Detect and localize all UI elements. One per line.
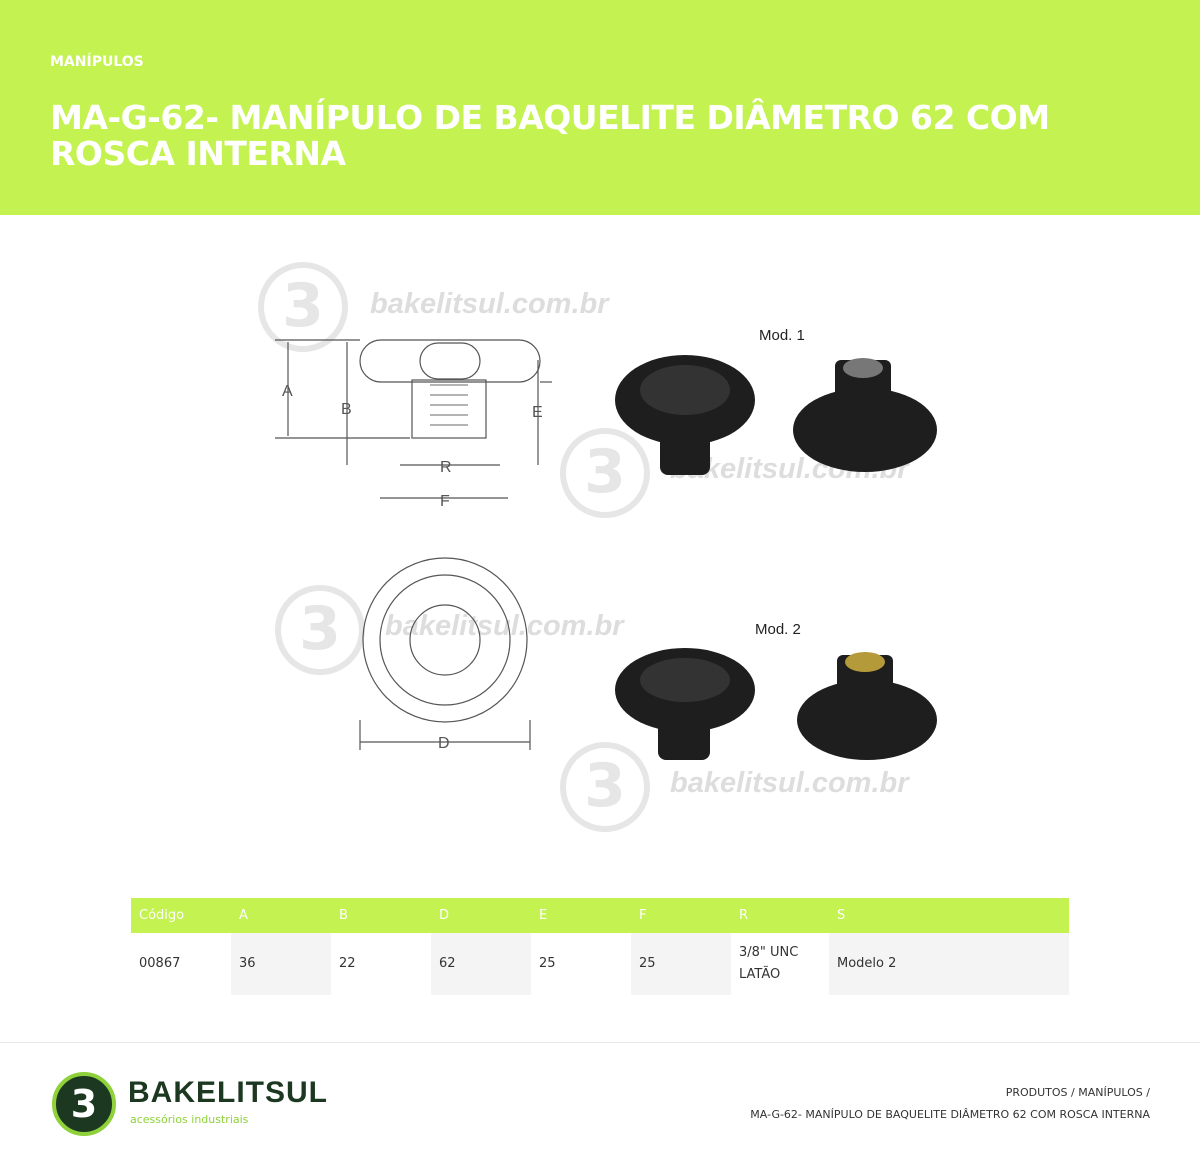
col-codigo: Código (131, 898, 231, 933)
dim-b-label: B (341, 401, 352, 418)
cell-d: 62 (431, 933, 531, 995)
cell-codigo: 00867 (139, 956, 181, 971)
watermark-logo-icon: 3 (275, 585, 365, 675)
col-d: D (431, 898, 531, 933)
breadcrumb-current: MA-G-62- MANÍPULO DE BAQUELITE DIÂMETRO … (750, 1108, 1150, 1121)
specs-table: Código A B D E F R S 00867 36 22 62 25 2… (131, 898, 1069, 995)
watermark-logo-icon: 3 (560, 428, 650, 518)
cell-e: 25 (539, 956, 556, 971)
dim-r-label: R (440, 459, 452, 476)
col-s: S (829, 898, 1069, 933)
brand-logo-icon[interactable]: 3 (52, 1072, 116, 1136)
col-f: F (631, 898, 731, 933)
footer-divider (0, 1042, 1200, 1043)
watermark-text: bakelitsul.com.br (370, 288, 609, 320)
watermark-logo-icon: 3 (560, 742, 650, 832)
category-label[interactable]: MANÍPULOS (50, 54, 144, 70)
watermark-text: bakelitsul.com.br (385, 610, 624, 642)
cell-f: 25 (631, 933, 731, 995)
brand-tagline: acessórios industriais (130, 1113, 249, 1126)
col-e: E (531, 898, 631, 933)
dim-e-label: E (532, 404, 543, 421)
breadcrumb-path[interactable]: PRODUTOS / MANÍPULOS / (1005, 1086, 1150, 1099)
cell-r: 3/8" UNC LATÃO (739, 945, 799, 982)
header-banner: MANÍPULOS MA-G-62- MANÍPULO DE BAQUELITE… (0, 0, 1200, 215)
cell-s: Modelo 2 (829, 933, 1069, 995)
page-title: MA-G-62- MANÍPULO DE BAQUELITE DIÂMETRO … (50, 98, 1050, 173)
col-a: A (231, 898, 331, 933)
product-image: 3 bakelitsul.com.br 3 bakelitsul.com.br … (250, 250, 970, 850)
cell-b: 22 (339, 956, 356, 971)
dim-a-label: A (282, 383, 293, 400)
cell-a: 36 (231, 933, 331, 995)
watermark-logo-icon: 3 (258, 262, 348, 352)
dim-d-label: D (438, 735, 450, 752)
brand-name[interactable]: BAKELITSUL (128, 1076, 328, 1109)
table-header-row: Código A B D E F R S (131, 898, 1069, 933)
dim-f-label: F (440, 493, 450, 510)
table-row: 00867 36 22 62 25 25 3/8" UNC LATÃO Mode… (131, 933, 1069, 995)
watermark-text: bakelitsul.com.br (670, 767, 909, 799)
mod2-label: Mod. 2 (755, 621, 801, 638)
technical-drawing: A B E R F D (275, 339, 937, 760)
col-r: R (731, 898, 829, 933)
col-b: B (331, 898, 431, 933)
mod1-label: Mod. 1 (759, 327, 805, 344)
